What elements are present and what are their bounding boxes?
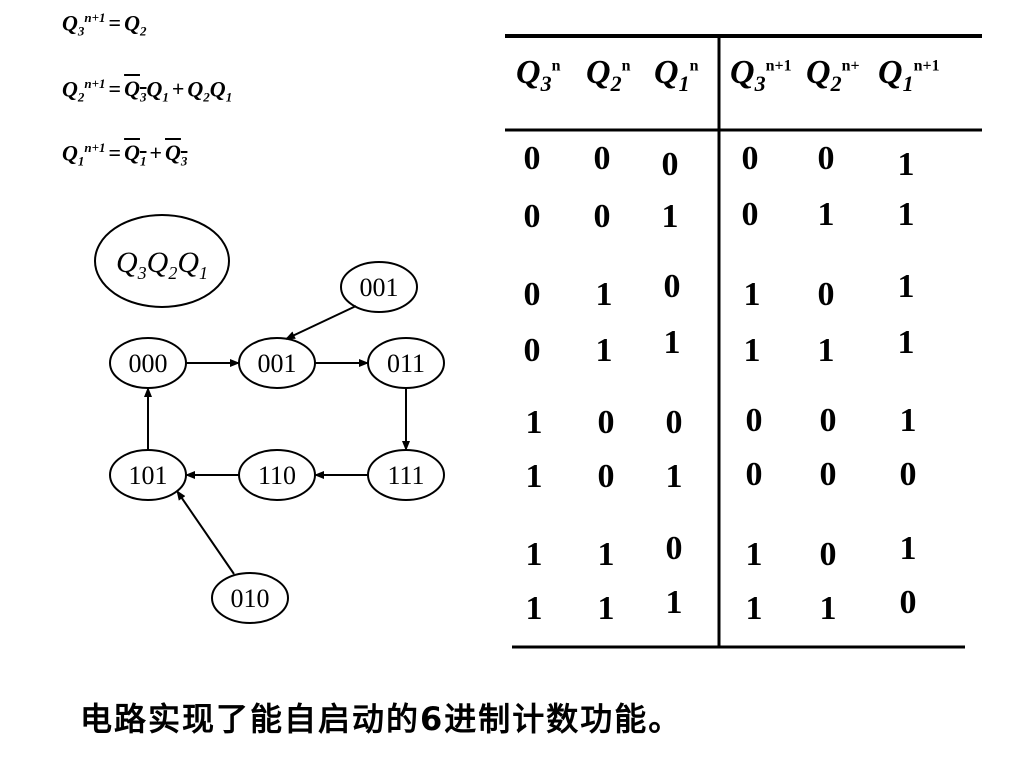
cell: 1 [745, 590, 763, 627]
header-q2n: Q2n [586, 54, 631, 96]
cell: 0 [819, 536, 837, 573]
cell: 1 [597, 590, 615, 627]
cell: 1 [525, 536, 543, 573]
cell: 1 [899, 402, 917, 439]
arrow-010-101 [176, 490, 235, 575]
cell: 0 [593, 198, 611, 235]
svg-text:001: 001 [258, 349, 297, 378]
cell: 0 [819, 402, 837, 439]
cell: 0 [899, 584, 917, 621]
equation-q2: Q2n+1=Q3Q1+Q2Q1 [62, 76, 233, 105]
svg-text:000: 000 [129, 349, 168, 378]
header-q1n: Q1n [654, 54, 699, 96]
node-101: 101 [109, 449, 187, 501]
state-label: Q3Q2Q1 [116, 246, 208, 283]
svg-text:010: 010 [231, 584, 270, 613]
cell: 0 [593, 140, 611, 177]
cell: 1 [743, 276, 761, 313]
cell: 0 [665, 404, 683, 441]
cell: 0 [661, 146, 679, 183]
cell: 1 [819, 590, 837, 627]
cell: 1 [525, 458, 543, 495]
header-q3n1: Q3n+1 [730, 54, 792, 96]
cell: 1 [817, 332, 835, 369]
cell: 1 [595, 332, 613, 369]
cell: 0 [665, 530, 683, 567]
cell: 0 [819, 456, 837, 493]
node-011: 011 [367, 337, 445, 389]
node-111: 111 [367, 449, 445, 501]
node-010: 010 [211, 572, 289, 624]
cell: 0 [745, 402, 763, 439]
svg-text:101: 101 [129, 461, 168, 490]
cell: 0 [817, 140, 835, 177]
cell: 0 [597, 458, 615, 495]
cell: 1 [897, 196, 915, 233]
cell: 0 [899, 456, 917, 493]
cell: 1 [897, 324, 915, 361]
svg-text:111: 111 [387, 461, 424, 490]
cell: 0 [523, 332, 541, 369]
cell: 1 [595, 276, 613, 313]
cell: 1 [897, 146, 915, 183]
svg-text:110: 110 [258, 461, 296, 490]
cell: 0 [817, 276, 835, 313]
cell: 1 [665, 584, 683, 621]
header-q3n: Q3n [516, 54, 561, 96]
cell: 1 [899, 530, 917, 567]
arrow-extra-001 [285, 305, 357, 340]
cell: 1 [817, 196, 835, 233]
cell: 1 [525, 404, 543, 441]
header-q2n1: Q2n+ [806, 54, 860, 96]
conclusion-text: 电路实现了能自启动的6进制计数功能。 [80, 700, 683, 738]
svg-text:001: 001 [360, 273, 399, 302]
svg-text:011: 011 [387, 349, 425, 378]
cell: 1 [525, 590, 543, 627]
node-110: 110 [238, 449, 316, 501]
cell: 0 [597, 404, 615, 441]
cell: 1 [661, 198, 679, 235]
cell: 1 [897, 268, 915, 305]
equation-q3: Q3n+1=Q2 [62, 10, 147, 39]
cell: 1 [597, 536, 615, 573]
cell: 0 [741, 196, 759, 233]
state-label-ellipse [94, 214, 230, 308]
cell: 1 [665, 458, 683, 495]
cell: 0 [523, 276, 541, 313]
cell: 0 [663, 268, 681, 305]
cell: 1 [745, 536, 763, 573]
cell: 1 [663, 324, 681, 361]
cell: 0 [523, 198, 541, 235]
node-001-extra: 001 [340, 261, 418, 313]
header-q1n1: Q1n+1 [878, 54, 940, 96]
cell: 0 [745, 456, 763, 493]
equation-q1: Q1n+1=Q1+Q3 [62, 140, 188, 169]
node-001: 001 [238, 337, 316, 389]
cell: 0 [523, 140, 541, 177]
cell: 0 [741, 140, 759, 177]
node-000: 000 [109, 337, 187, 389]
cell: 1 [743, 332, 761, 369]
